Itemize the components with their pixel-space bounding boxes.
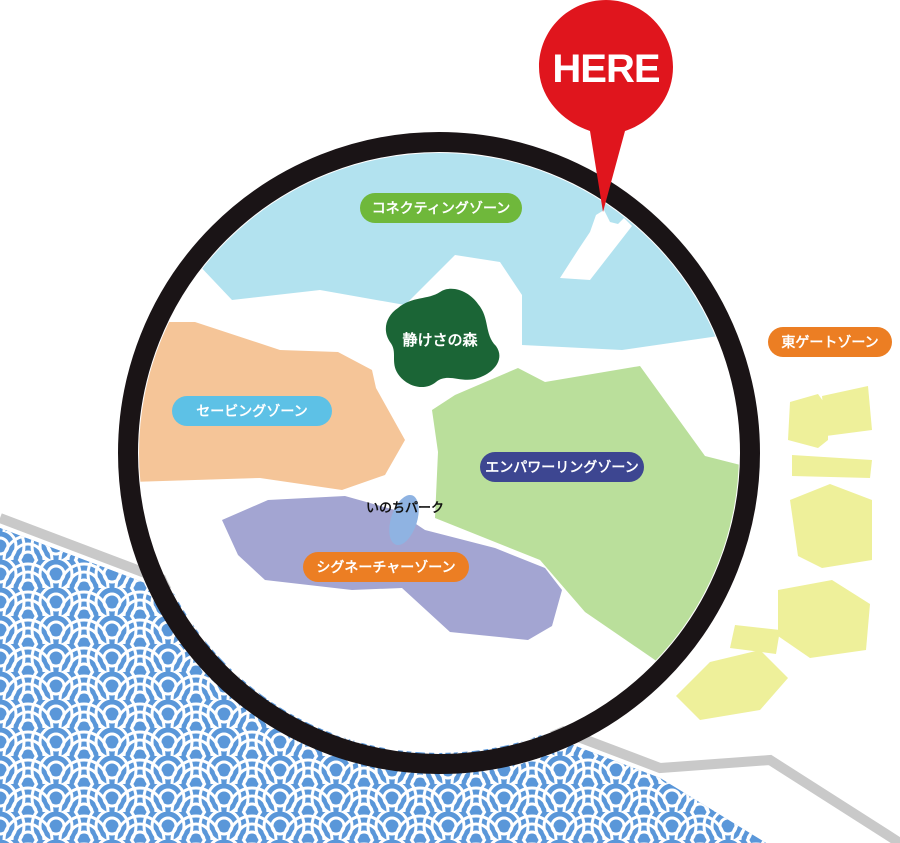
zone-label-saving[interactable]: セービングゾーン: [172, 396, 332, 426]
zone-label-east-gate[interactable]: 東ゲートゾーン: [768, 327, 892, 357]
east-gate-zone-area: [676, 386, 872, 720]
park-label: いのちパーク: [366, 501, 444, 516]
zone-label-signature-text: シグネーチャーゾーン: [316, 559, 455, 576]
park-area: [389, 494, 419, 546]
here-label: HERE: [552, 47, 659, 91]
zone-label-empowering[interactable]: エンパワーリングゾーン: [480, 452, 644, 482]
zone-label-east-gate-text: 東ゲートゾーン: [781, 334, 878, 351]
landmark-building: [560, 210, 632, 280]
zone-label-saving-text: セービングゾーン: [196, 403, 307, 420]
zone-label-empowering-text: エンパワーリングゾーン: [485, 459, 638, 476]
forest-area: [385, 288, 500, 388]
forest-label: 静けさの森: [402, 331, 478, 349]
zone-label-connecting[interactable]: コネクティングゾーン: [360, 193, 522, 223]
zone-label-signature[interactable]: シグネーチャーゾーン: [303, 552, 469, 582]
here-marker[interactable]: HERE: [539, 0, 673, 212]
area-ring: [118, 132, 760, 774]
zone-label-connecting-text: コネクティングゾーン: [372, 200, 511, 217]
